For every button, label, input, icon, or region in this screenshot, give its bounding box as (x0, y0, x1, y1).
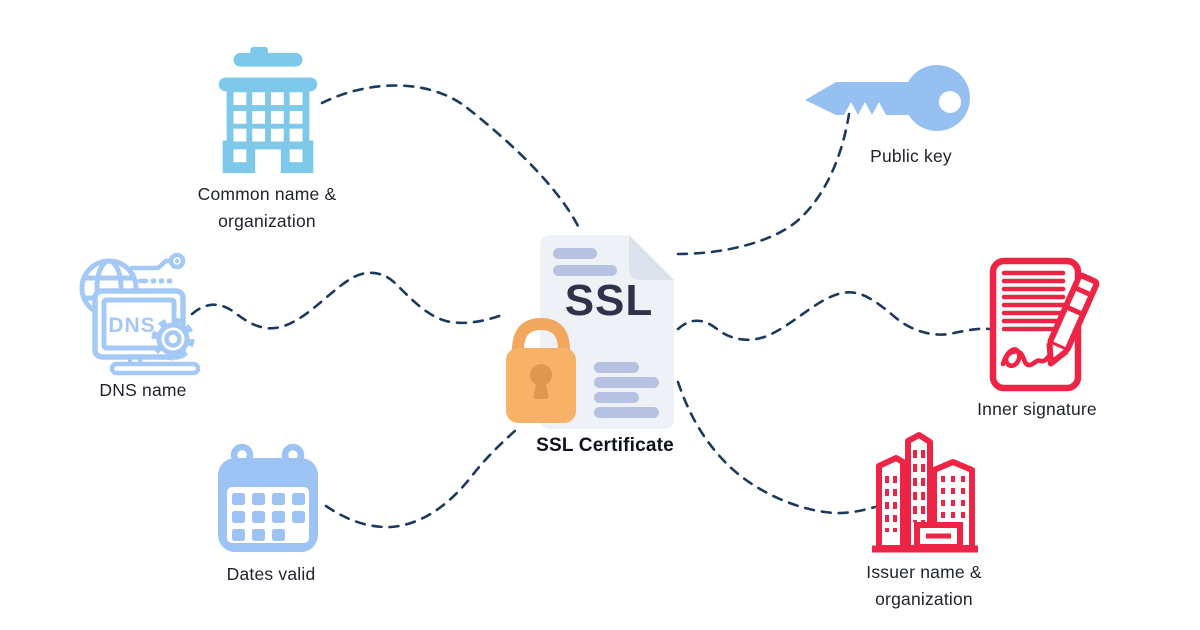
connector-inner-signature (676, 291, 991, 342)
label-dns-name: DNS name (48, 377, 238, 404)
connector-dates-valid (324, 426, 520, 529)
pen-icon (1046, 272, 1100, 367)
calendar-icon (218, 443, 318, 552)
label-ssl-certificate: SSL Certificate (500, 434, 710, 458)
label-dns-name-line1: DNS name (99, 380, 187, 400)
label-common-name-line2: organization (218, 211, 316, 231)
document-fold-corner (629, 235, 674, 280)
connector-issuer (676, 380, 877, 515)
label-dates-valid: Dates valid (176, 561, 366, 588)
connector-public-key (676, 112, 851, 256)
gear-icon (151, 317, 195, 361)
label-public-key-line1: Public key (870, 146, 952, 166)
keyhole (530, 364, 552, 386)
city-buildings-icon (872, 432, 978, 553)
label-inner-signature: Inner signature (942, 396, 1132, 423)
label-public-key: Public key (816, 143, 1006, 170)
label-inner-signature-line1: Inner signature (977, 399, 1097, 419)
signature-document-icon (989, 257, 1100, 392)
label-dates-valid-line1: Dates valid (226, 564, 316, 584)
building-icon (218, 46, 318, 174)
key-icon (805, 65, 970, 131)
ssl-doc-text: SSL (565, 276, 654, 325)
dns-monitor-icon: DNS (79, 252, 201, 376)
signature-squiggle (1000, 347, 1051, 369)
padlock-icon (506, 317, 576, 423)
label-issuer: Issuer name & organization (829, 559, 1019, 613)
label-common-name: Common name & organization (152, 181, 382, 235)
label-ssl-certificate-line1: SSL Certificate (536, 435, 674, 456)
label-issuer-line2: organization (875, 589, 973, 609)
label-common-name-line1: Common name & (197, 184, 337, 204)
dns-screen-text: DNS (108, 314, 155, 337)
connector-dns-name (190, 271, 504, 330)
label-issuer-line1: Issuer name & (866, 562, 982, 582)
